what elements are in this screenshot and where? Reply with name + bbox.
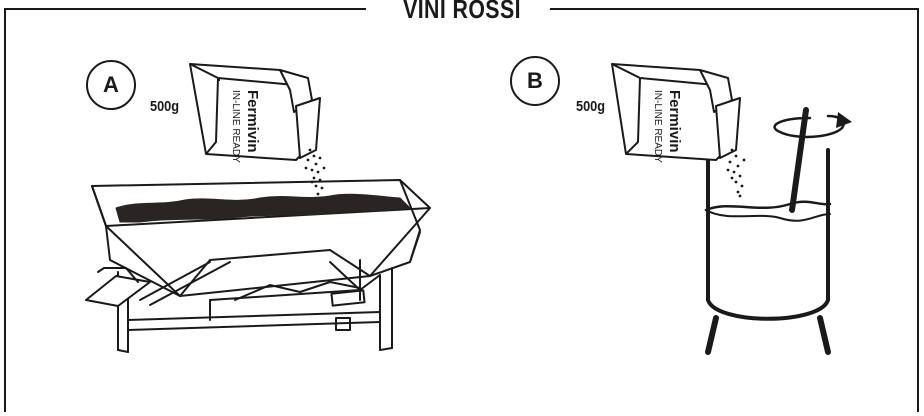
svg-text:IN-LINE READY: IN-LINE READY: [652, 90, 663, 163]
packet-b: [611, 63, 741, 161]
granules-b: [726, 148, 746, 198]
stirring-paddle: [773, 107, 852, 213]
figure-title: VINI ROSSI: [403, 0, 521, 24]
panel-a-weight: 500g: [150, 98, 180, 115]
packet-b-label: Fermivin IN-LINE READY: [652, 90, 683, 163]
panel-b-marker: B: [510, 56, 560, 106]
rotation-arrow-icon: [836, 112, 852, 128]
title-background: [366, 0, 550, 20]
packet-a-label: Fermivin IN-LINE READY: [230, 90, 261, 163]
granules-a: [304, 148, 326, 196]
grape-must: [115, 193, 411, 223]
packet-a: [189, 63, 321, 161]
svg-text:Fermivin: Fermivin: [666, 90, 683, 153]
table-frame: [117, 259, 393, 353]
panel-b-weight: 500g: [576, 98, 606, 115]
panel-a-marker: A: [86, 60, 136, 110]
discharge-chute: [85, 267, 151, 307]
panel-a-illustration: [85, 179, 431, 353]
svg-text:Fermivin: Fermivin: [244, 90, 261, 153]
svg-text:IN-LINE READY: IN-LINE READY: [230, 90, 241, 163]
panel-b-tank: [704, 148, 832, 355]
